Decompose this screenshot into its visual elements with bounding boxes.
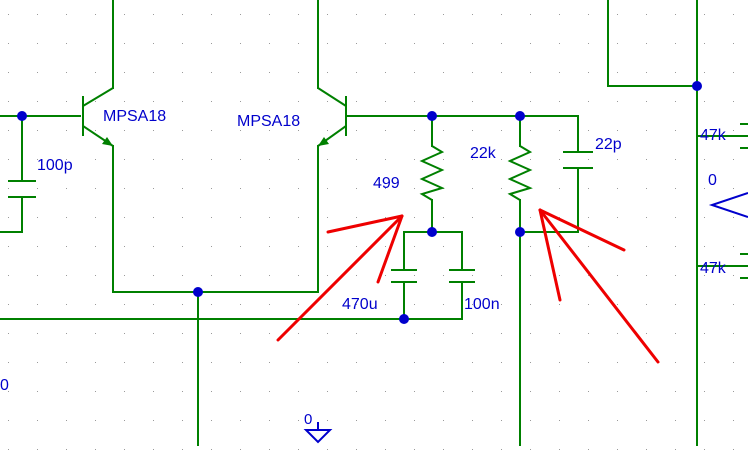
label-ground-zero: 0 xyxy=(304,411,312,428)
wire-top-right-box xyxy=(607,0,698,87)
label-q2: MPSA18 xyxy=(237,113,300,130)
junction-r1-top xyxy=(427,111,437,121)
label-c-electrolytic: 470u xyxy=(342,296,378,313)
capacitor-electrolytic[interactable] xyxy=(391,269,417,283)
ground-symbol-icon xyxy=(303,422,333,444)
junction-right-rail xyxy=(692,81,702,91)
capacitor-right-bottom xyxy=(740,253,748,279)
capacitor-left[interactable] xyxy=(8,180,36,198)
label-right-zero: 0 xyxy=(708,172,717,189)
transistor-q1[interactable] xyxy=(82,87,114,147)
junction-tail xyxy=(193,287,203,297)
capacitor-feedback[interactable] xyxy=(563,151,593,169)
junction-left-input xyxy=(17,111,27,121)
junction-r2-top xyxy=(515,111,525,121)
grid-dots xyxy=(8,14,734,450)
label-c-bypass: 100n xyxy=(464,296,500,313)
capacitor-bypass[interactable] xyxy=(449,269,475,283)
resistor-r2[interactable] xyxy=(507,145,533,201)
label-r-top-right: 47k xyxy=(700,127,727,144)
label-q1: MPSA18 xyxy=(103,108,166,125)
label-c-feedback: 22p xyxy=(595,136,622,153)
transistor-q2[interactable] xyxy=(317,87,347,147)
label-r-bottom-right: 47k xyxy=(700,260,727,277)
label-r1: 499 xyxy=(373,175,400,192)
junction-r1-bottom xyxy=(427,227,437,237)
label-r2: 22k xyxy=(470,145,497,162)
red-arrow-icon xyxy=(276,208,660,364)
label-c-left: 100p xyxy=(37,157,73,174)
capacitor-right-top xyxy=(740,123,748,149)
labels: MPSA18 MPSA18 100p 499 22k 22p 470u 100n… xyxy=(0,108,727,428)
junction-r2-bottom xyxy=(515,227,525,237)
wire-emitter-tail xyxy=(112,145,319,293)
junction-dots xyxy=(17,81,702,324)
resistor-r1[interactable] xyxy=(419,145,445,201)
junction-ground-bus xyxy=(399,314,409,324)
opamp-input-triangle-icon xyxy=(708,192,748,218)
label-left-zero: 0 xyxy=(0,377,9,394)
